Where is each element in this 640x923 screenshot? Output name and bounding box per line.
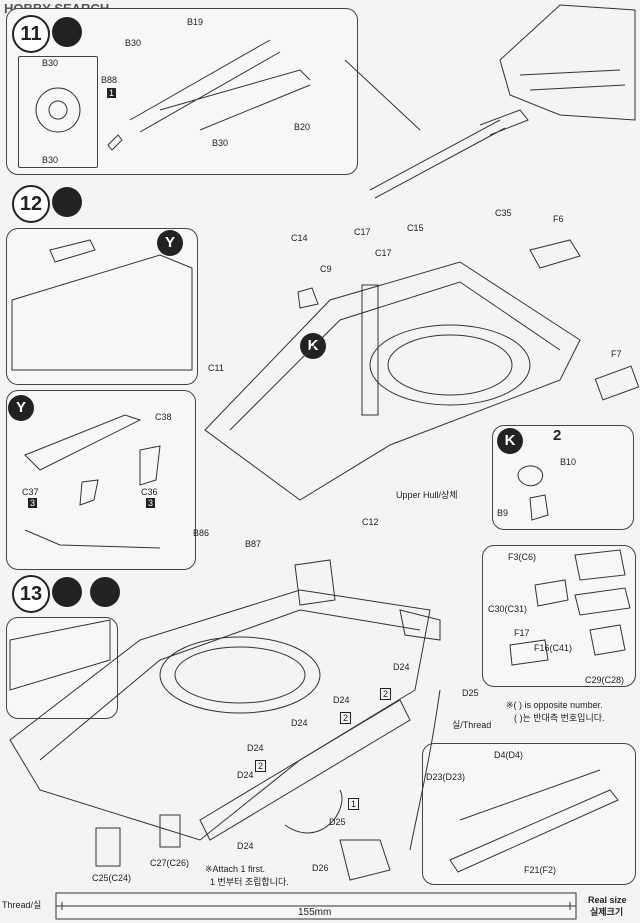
- label-c37-count: 3: [28, 498, 38, 508]
- turret-ring: [369, 324, 531, 406]
- y-detail-callout: Y: [8, 395, 34, 421]
- label-c29: C29(C28): [585, 675, 625, 685]
- label-f6: F6: [553, 214, 564, 224]
- k-detail-callout: K: [497, 428, 523, 454]
- label-d24-2: D24: [333, 695, 350, 705]
- track-guard: [449, 789, 619, 873]
- label-b30-lower: B30: [212, 138, 229, 148]
- label-c37: C37: [22, 487, 39, 497]
- label-f3: F3(C6): [508, 552, 537, 562]
- tow-cable: [409, 689, 441, 851]
- step12-number: 12: [12, 185, 50, 223]
- side-skirt: [199, 699, 411, 841]
- label-b88-count: 1: [107, 88, 117, 98]
- label-c9: C9: [320, 264, 332, 274]
- glue-icon-13: [52, 577, 82, 607]
- side-view-icon: [90, 577, 120, 607]
- label-c12: C12: [362, 517, 379, 527]
- label-d26: D26: [312, 863, 329, 873]
- label-thread: 실/Thread: [452, 720, 492, 730]
- label-d23: D23(D23): [426, 772, 466, 782]
- step13-sidebar-panel: [6, 617, 118, 719]
- gun-barrel: [129, 39, 311, 133]
- label-c11: C11: [208, 363, 224, 373]
- label-b87: B87: [245, 539, 262, 549]
- label-b30: B30: [125, 38, 142, 48]
- label-b30-inset-top: B30: [42, 58, 59, 68]
- upper-hull-plate: [204, 261, 581, 501]
- footer-real-size-en: Real size: [588, 895, 627, 905]
- label-d24-count-2: 2: [340, 712, 352, 724]
- note-opposite-en: ※( ) is opposite number.: [506, 700, 603, 710]
- c25-vent: [95, 827, 121, 867]
- label-c36: C36: [141, 487, 158, 497]
- label-c38: C38: [155, 412, 172, 422]
- step12-y-detail-panel: [6, 390, 196, 570]
- label-c15: C15: [407, 223, 424, 233]
- label-b19: B19: [187, 17, 204, 27]
- note-opposite-kr: ( )는 반대측 번호입니다.: [514, 713, 605, 723]
- label-c36-count: 3: [146, 498, 156, 508]
- label-d25-a: D25: [462, 688, 479, 698]
- label-b10: B10: [560, 457, 577, 467]
- label-f21: F21(F2): [524, 865, 557, 875]
- label-d24-count-3: 2: [255, 760, 267, 772]
- label-b86: B86: [193, 528, 210, 538]
- note-attach-en: ※Attach 1 first.: [205, 864, 266, 874]
- step13-track-panel: [422, 743, 636, 885]
- label-f17: F17: [514, 628, 530, 638]
- lower-hull: [9, 589, 431, 841]
- label-c27: C27(C26): [150, 858, 190, 868]
- label-k-multiplier: 2: [553, 427, 562, 444]
- footer-thread-label: Thread/실: [2, 900, 42, 910]
- label-c17a: C17: [354, 227, 371, 237]
- label-c14: C14: [291, 233, 308, 243]
- label-d24-count-1: 2: [380, 688, 392, 700]
- label-f16: F16(C41): [534, 643, 573, 653]
- label-seq-mark: 1: [348, 798, 360, 810]
- f6-plate: [529, 239, 581, 269]
- step13-parts-panel: [482, 545, 636, 687]
- label-c25: C25(C24): [92, 873, 132, 883]
- f7-plate: [594, 365, 640, 401]
- main-gun: [369, 109, 529, 199]
- step13-number: 13: [12, 575, 50, 613]
- label-d24-4: D24: [247, 743, 264, 753]
- label-f7: F7: [611, 349, 622, 359]
- label-d24-1: D24: [393, 662, 410, 672]
- label-c17b: C17: [375, 248, 392, 258]
- antenna-mast: [361, 284, 379, 416]
- step11-detail-inset: [18, 56, 98, 168]
- label-d4: D4(D4): [494, 750, 524, 760]
- label-d24-5: D24: [237, 770, 254, 780]
- c27-plate: [159, 814, 181, 848]
- label-b88: B88: [101, 75, 118, 85]
- label-d24-3: D24: [291, 718, 308, 728]
- turret-outline: [499, 4, 636, 121]
- label-c30: C30(C31): [488, 604, 528, 614]
- glue-icon-12: [52, 187, 82, 217]
- mantlet-disc: [35, 87, 81, 133]
- footer-real-size-kr: 실제크기: [590, 907, 624, 917]
- footer-measurement: 155mm: [295, 908, 335, 918]
- label-d24-6: D24: [237, 841, 254, 851]
- k-callout: K: [300, 333, 326, 359]
- label-upper-hull: Upper Hull/상체: [396, 490, 458, 500]
- step11-number: 11: [12, 15, 50, 53]
- c38-mudflap: [24, 414, 142, 471]
- label-b9: B9: [497, 508, 509, 518]
- note-attach-kr: 1 번부터 조립합니다.: [210, 877, 289, 887]
- label-d25-b: D25: [329, 817, 346, 827]
- label-c35: C35: [495, 208, 512, 218]
- label-b30-inset-bottom: B30: [42, 155, 59, 165]
- y-callout: Y: [157, 230, 183, 256]
- label-b20: B20: [294, 122, 311, 132]
- glue-icon: [52, 17, 82, 47]
